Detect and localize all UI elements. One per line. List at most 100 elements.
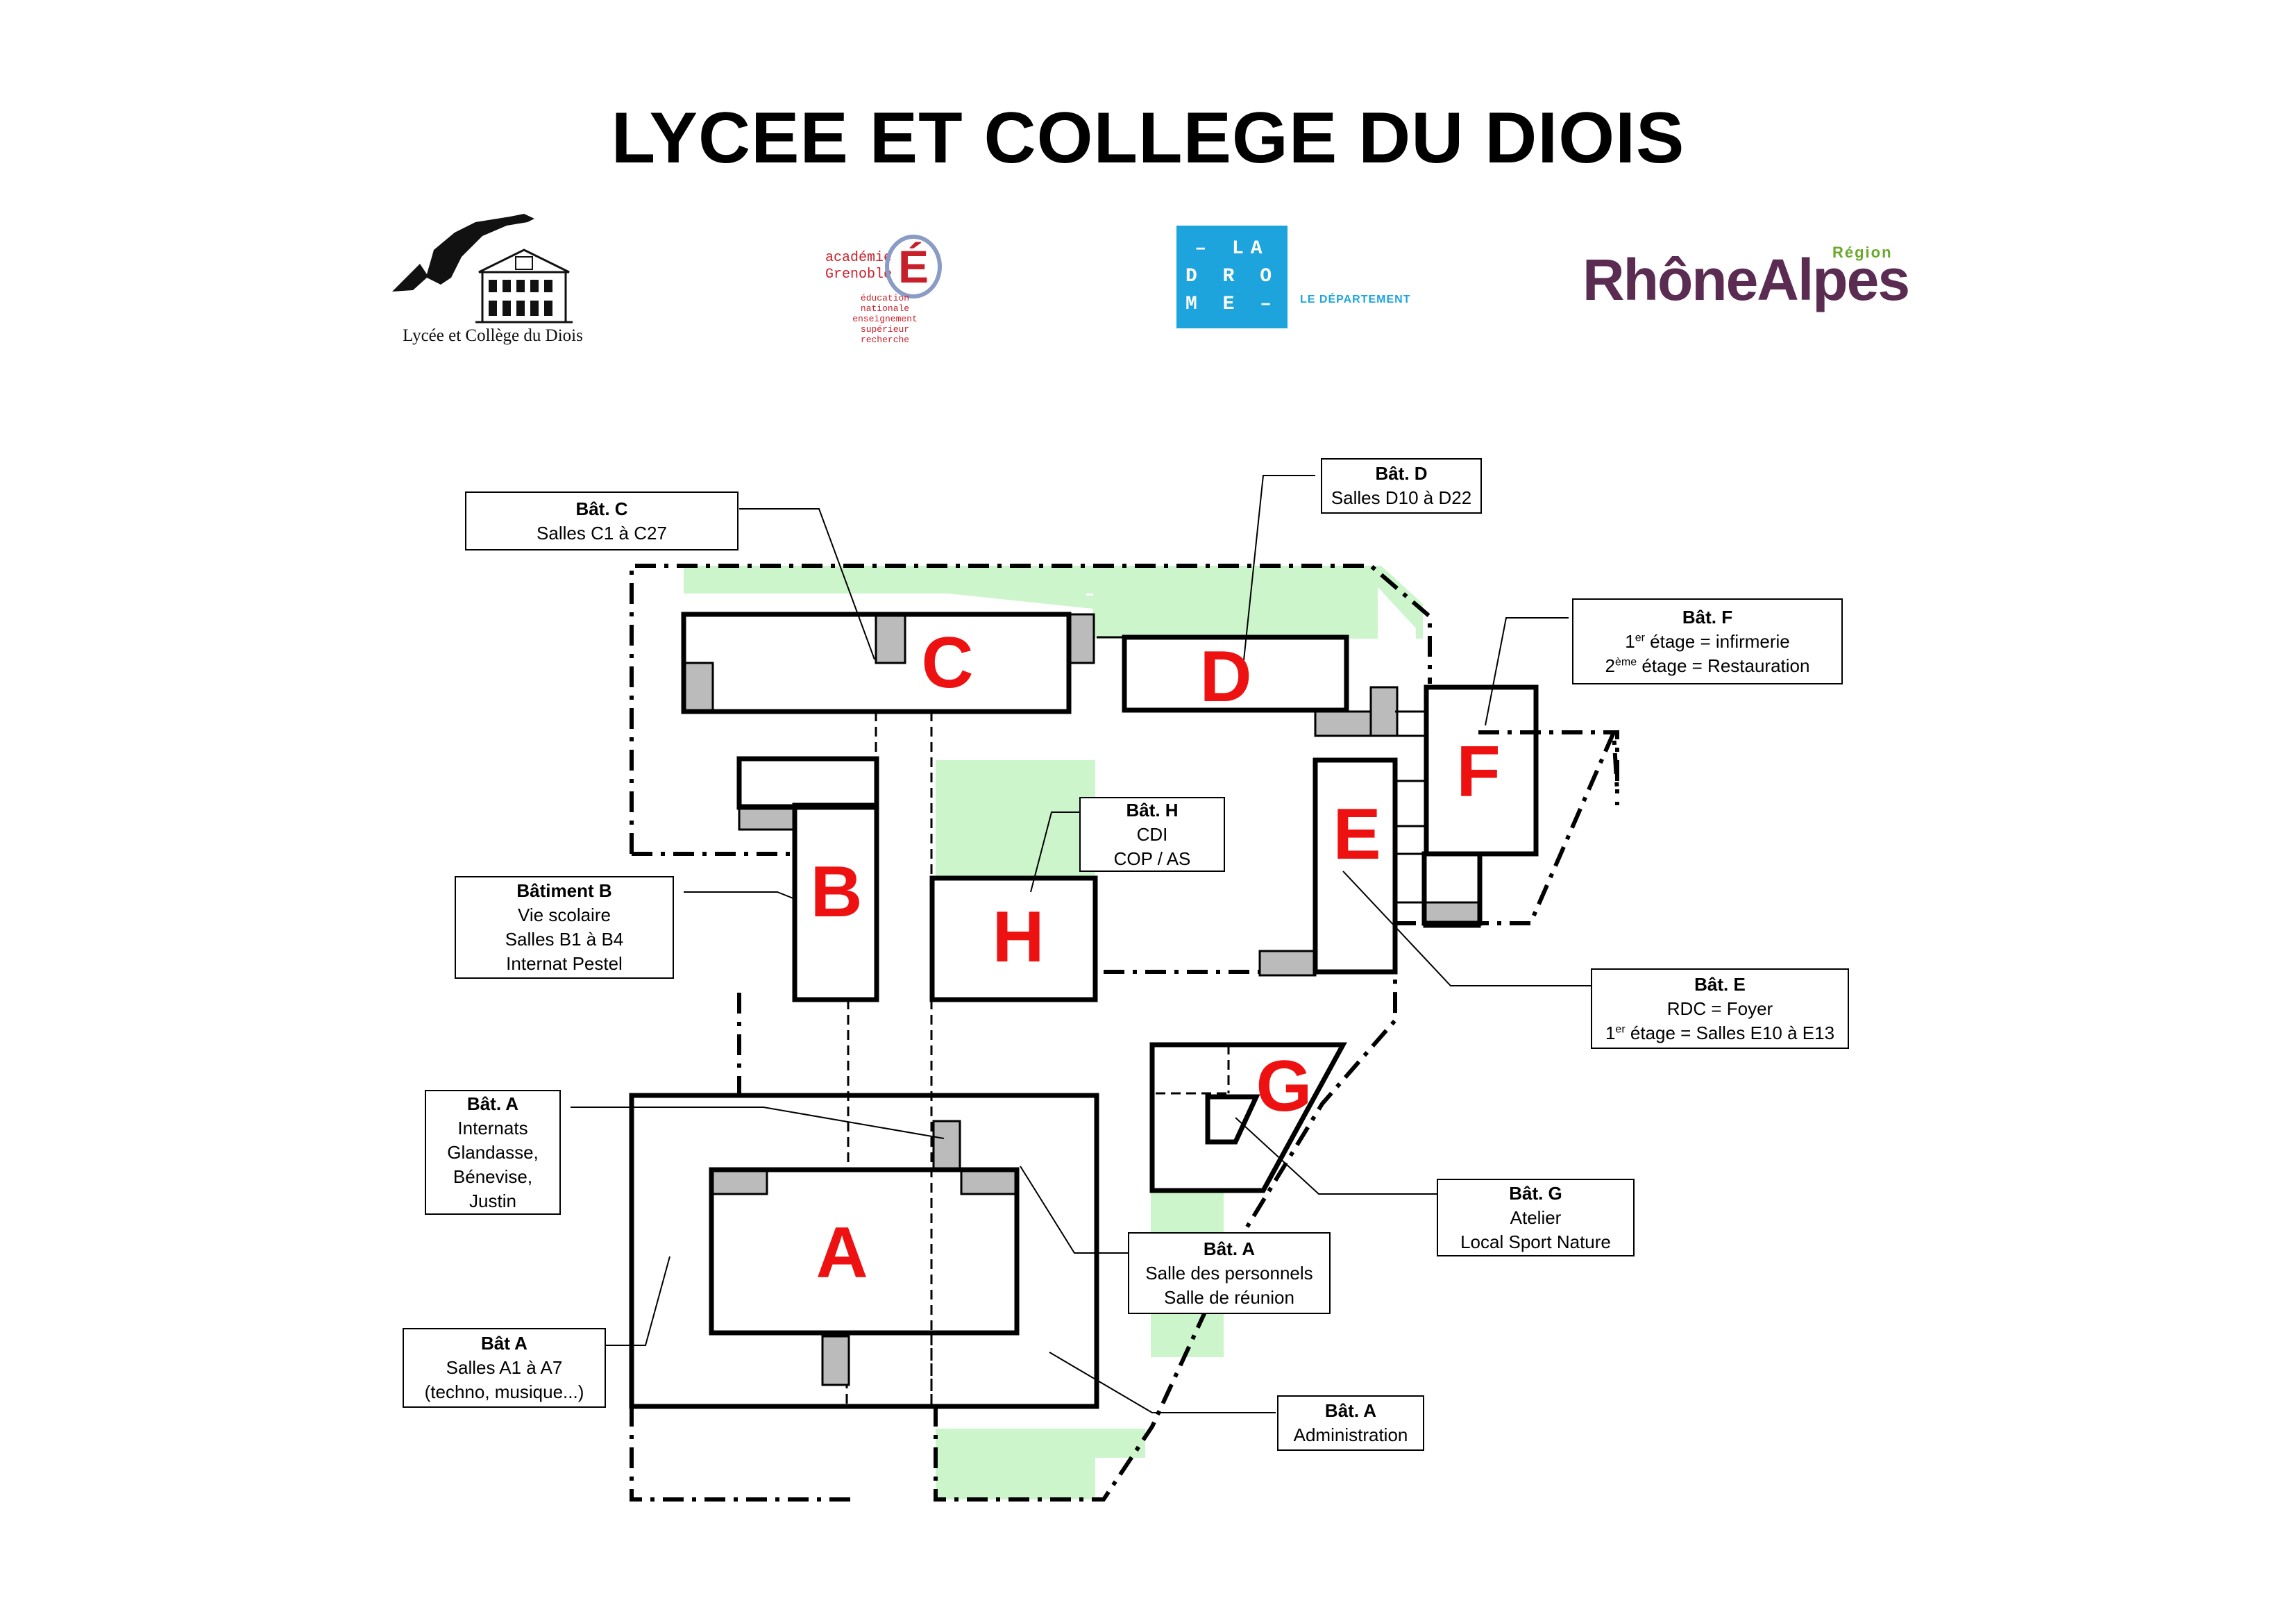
label-text: 1 [1605, 1022, 1616, 1043]
label-bat-a-admin: Bât. A Administration [1277, 1395, 1424, 1451]
building-letter-a: A [816, 1213, 868, 1293]
building-a-inner [709, 1167, 1020, 1336]
label-line: Internat Pestel [506, 953, 623, 974]
building-a-outer [629, 1093, 1099, 1409]
label-title: Bât. A [466, 1093, 519, 1114]
academie-name-line2: Grenoble [825, 267, 892, 283]
drome-line: D R O [1185, 266, 1278, 287]
leader-line-a-admin [1049, 1352, 1276, 1413]
label-line: Vie scolaire [518, 905, 611, 925]
boundary-line [1478, 730, 1619, 805]
building-letter-f: F [1456, 732, 1501, 812]
academie-sub-line: recherche [860, 335, 910, 345]
building-h [929, 875, 1098, 1002]
drome-logo: – LA D R O M E – LE DÉPARTEMENT [1176, 226, 1426, 330]
building-letter-e: E [1333, 794, 1381, 875]
rhone-alpes-logo: RhôneAlpes Région [1582, 244, 1910, 323]
academie-subtitle: éducation nationale enseignement supérie… [836, 293, 934, 345]
label-bat-a-internats: Bât. A Internats Glandasse, Bénevise, Ju… [425, 1090, 561, 1215]
label-line: Salle de réunion [1164, 1286, 1294, 1308]
label-title: Bât. G [1509, 1182, 1562, 1204]
label-text: étage = Restauration [1637, 655, 1810, 676]
stair-block [682, 662, 714, 713]
label-bat-a-salles: Bât A Salles A1 à A7 (techno, musique...… [403, 1328, 606, 1408]
building-ties [1097, 636, 1426, 904]
label-line: Administration [1293, 1424, 1408, 1445]
building-letter-c: C [921, 623, 973, 703]
label-text: étage = Salles E10 à E13 [1625, 1022, 1835, 1043]
label-line: Justin [469, 1190, 516, 1211]
label-bat-f: Bât. F 1er étage = infirmerie 2ème étage… [1572, 598, 1843, 684]
label-line: Internats [457, 1117, 528, 1138]
leader-line-a-internats [571, 1107, 945, 1139]
leader-lines [571, 475, 1591, 1413]
lycee-logo: Lycée et Collège du Diois [378, 208, 607, 354]
boundary-line [630, 1406, 850, 1502]
leader-line-a-personnels [1020, 1166, 1128, 1254]
academie-sub-line: nationale [860, 303, 910, 314]
label-line: RDC = Foyer [1666, 998, 1773, 1019]
stair-block [1258, 950, 1317, 977]
building-letter-b: B [810, 852, 862, 932]
label-line: Bénevise, [453, 1166, 533, 1187]
building-g-inner [1205, 1094, 1260, 1145]
label-line: 2ème étage = Restauration [1605, 654, 1810, 678]
lycee-logo-caption: Lycée et Collège du Diois [403, 326, 583, 345]
label-line: COP / AS [1113, 848, 1191, 869]
label-title: Bât. A [1203, 1238, 1256, 1259]
building-letter-h: H [992, 897, 1044, 977]
label-title: Bât. E [1694, 973, 1746, 995]
label-line: Salle des personnels [1145, 1262, 1313, 1284]
building-letter-g: G [1256, 1046, 1312, 1127]
drome-logo-box: – LA D R O M E – [1176, 226, 1288, 328]
academie-sub-line: éducation [860, 293, 910, 303]
boundary-line [1426, 731, 1619, 925]
stair-block [1066, 613, 1095, 664]
building-e [1312, 757, 1398, 975]
boundary-line [630, 564, 1432, 854]
label-text: 1 [1625, 630, 1635, 652]
academie-logo: académie Grenoble É éducation nationale … [816, 222, 947, 354]
academie-sub-line: supérieur [860, 324, 910, 335]
drome-line: M E – [1185, 294, 1278, 315]
label-line: Atelier [1510, 1206, 1562, 1228]
rhone-alpes-region: Région [1832, 244, 1893, 261]
building-g [1149, 1042, 1347, 1193]
label-line: Glandasse, [447, 1141, 539, 1163]
stair-block [875, 613, 906, 664]
building-f-base [1421, 851, 1483, 926]
stair-block [1369, 686, 1399, 737]
label-line: 1er étage = Salles E10 à E13 [1605, 1021, 1834, 1045]
stair-block [1314, 710, 1372, 737]
green-areas [684, 566, 1423, 1499]
label-title: Bât. A [1324, 1400, 1377, 1421]
buildings [629, 612, 1539, 1409]
leader-line-d [1242, 475, 1315, 674]
label-bat-d: Bât. D Salles D10 à D22 [1321, 458, 1482, 514]
building-d [1122, 634, 1349, 713]
stair-block [960, 1168, 1018, 1195]
label-line: 1er étage = infirmerie [1625, 630, 1790, 654]
label-line: Salles B1 à B4 [505, 929, 624, 950]
green-area [936, 760, 1095, 878]
leader-line-h [1030, 812, 1079, 893]
academie-name-line1: académie [825, 250, 892, 266]
label-bat-e: Bât. E RDC = Foyer 1er étage = Salles E1… [1591, 968, 1849, 1049]
academie-e-mark: É [885, 235, 942, 298]
building-c [681, 612, 1072, 714]
stair-block [710, 1168, 768, 1195]
label-sup: er [1615, 1023, 1626, 1035]
building-b-top [736, 756, 879, 810]
label-sup: ème [1615, 655, 1637, 668]
rhone-alpes-wordmark: RhôneAlpes [1582, 247, 1910, 312]
label-title: Bât A [481, 1333, 527, 1354]
page-title: LYCEE ET COLLEGE DU DIOIS [611, 98, 1685, 178]
label-bat-h: Bât. H CDI COP / AS [1079, 797, 1225, 872]
green-area [936, 1429, 1145, 1499]
leader-line-a-salles [606, 1256, 670, 1346]
leader-line-g [1235, 1117, 1437, 1195]
label-title: Bât. F [1682, 606, 1733, 628]
drome-line: – LA [1195, 238, 1269, 260]
leader-line-c [739, 508, 875, 660]
